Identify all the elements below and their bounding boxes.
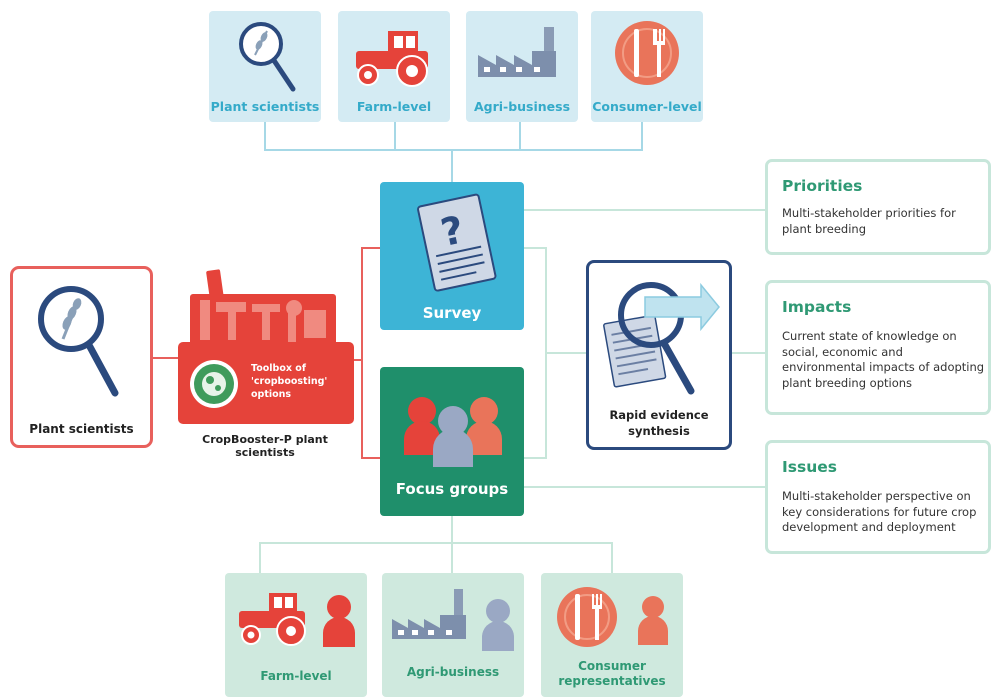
toolbox-caption: CropBooster-P plant scientists bbox=[202, 433, 328, 459]
outcome-title: Issues bbox=[782, 458, 837, 476]
toolbox: Toolbox of 'cropboosting' options bbox=[176, 268, 354, 428]
document-magnifier-arrow-icon bbox=[603, 282, 720, 395]
bottom-box-agri-business: Agri-business bbox=[382, 573, 524, 697]
top-box-consumer-level: Consumer-level bbox=[591, 11, 703, 122]
outcome-desc: Multi-stakeholder perspective on key con… bbox=[782, 489, 977, 534]
outcome-impacts: Impacts Current state of knowledge on so… bbox=[765, 280, 991, 415]
plate-cutlery-icon bbox=[615, 21, 679, 85]
top-box-farm-level: Farm-level bbox=[338, 11, 450, 122]
outcome-issues: Issues Multi-stakeholder perspective on … bbox=[765, 440, 991, 554]
top-label: Agri-business bbox=[473, 99, 571, 114]
bottom-box-consumer-representatives: Consumer representatives bbox=[541, 573, 683, 697]
outcome-desc: Multi-stakeholder priorities for plant b… bbox=[782, 206, 956, 236]
magnifier-wheat-icon bbox=[38, 286, 119, 397]
plate-person-icon bbox=[557, 587, 668, 647]
bottom-label: Farm-level bbox=[260, 669, 332, 683]
plant-scientists-label: Plant scientists bbox=[29, 422, 134, 436]
bottom-label: Agri-business bbox=[406, 665, 500, 679]
tractor-icon bbox=[356, 31, 428, 87]
bottom-box-farm-level: Farm-level bbox=[225, 573, 367, 697]
plant-scientists-panel: Plant scientists bbox=[10, 266, 153, 448]
top-box-agri-business: Agri-business bbox=[466, 11, 578, 122]
survey-box: ? Survey bbox=[380, 182, 524, 330]
focus-groups-box: Focus groups bbox=[380, 367, 524, 516]
survey-document-icon: ? bbox=[417, 193, 497, 292]
top-label: Consumer-level bbox=[592, 99, 702, 114]
top-label: Plant scientists bbox=[210, 99, 320, 114]
bottom-label: Consumer representatives bbox=[558, 659, 666, 688]
outcome-title: Priorities bbox=[782, 177, 863, 195]
magnifier-wheat-icon bbox=[239, 22, 296, 92]
focus-groups-label: Focus groups bbox=[395, 480, 509, 498]
outcome-title: Impacts bbox=[782, 298, 852, 316]
top-label: Farm-level bbox=[356, 99, 432, 114]
tractor-person-icon bbox=[239, 593, 355, 647]
toolbox-text: Toolbox of 'cropboosting' options bbox=[251, 363, 328, 400]
survey-label: Survey bbox=[422, 304, 482, 322]
rapid-evidence-panel: Rapid evidence synthesis bbox=[586, 260, 732, 450]
people-group-icon bbox=[404, 397, 502, 467]
toolbox-icon bbox=[178, 269, 354, 424]
outcome-priorities: Priorities Multi-stakeholder priorities … bbox=[765, 159, 991, 255]
factory-icon bbox=[478, 27, 556, 77]
outcome-desc: Current state of knowledge on social, ec… bbox=[782, 329, 985, 390]
top-box-plant-scientists: Plant scientists bbox=[209, 11, 321, 122]
rapid-evidence-label: Rapid evidence synthesis bbox=[609, 408, 709, 438]
factory-person-icon bbox=[392, 589, 514, 651]
